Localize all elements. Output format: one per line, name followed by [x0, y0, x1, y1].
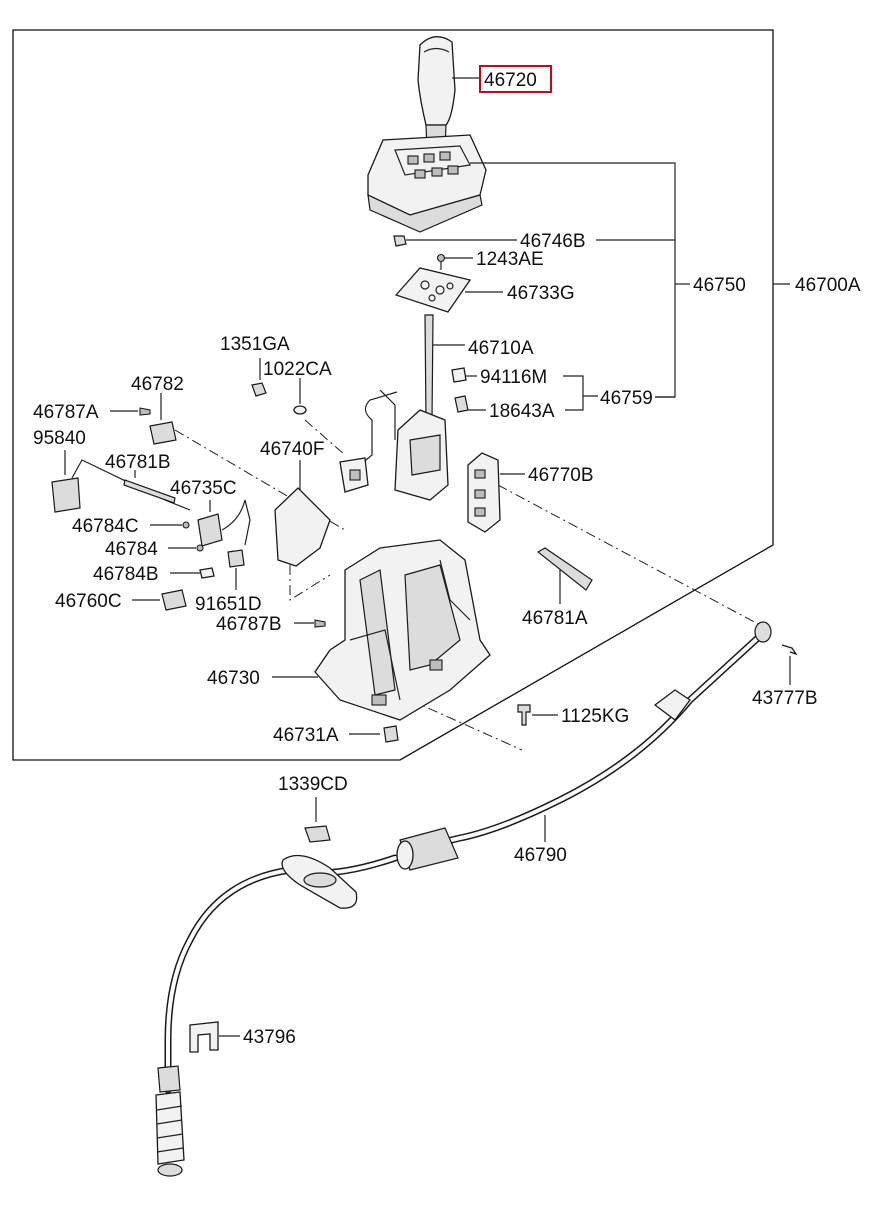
callout-46730[interactable]: 46730 — [207, 668, 260, 689]
module-95840[interactable] — [51, 477, 81, 513]
callout-46700A[interactable]: 46700A — [795, 275, 861, 296]
callout-1351GA[interactable]: 1351GA — [220, 334, 290, 355]
callout-46787A[interactable]: 46787A — [33, 402, 99, 423]
connector-46760c[interactable] — [161, 589, 187, 611]
callout-46720[interactable]: 46720 — [484, 70, 537, 91]
callout-46710A[interactable]: 46710A — [468, 338, 534, 359]
callout-46787B[interactable]: 46787B — [216, 614, 282, 635]
harness-91651d[interactable] — [227, 549, 245, 568]
callout-46746B[interactable]: 46746B — [520, 231, 586, 252]
bolt-1125kg[interactable] — [517, 704, 531, 726]
shifter-base-46730[interactable] — [314, 539, 491, 721]
callout-46750[interactable]: 46750 — [693, 275, 746, 296]
clip-46746b[interactable] — [393, 235, 407, 247]
callout-46770B[interactable]: 46770B — [528, 465, 594, 486]
bracket-46740f[interactable] — [274, 487, 331, 567]
assembly-frame — [12, 29, 774, 761]
callout-46784B[interactable]: 46784B — [93, 564, 159, 585]
shift-knob-part[interactable] — [417, 36, 456, 151]
grommet-1339cd[interactable] — [304, 825, 331, 843]
shift-mechanism-part[interactable] — [339, 409, 449, 501]
callout-46781A[interactable]: 46781A — [522, 608, 588, 629]
highlight-box — [479, 65, 552, 93]
callout-46733G[interactable]: 46733G — [507, 283, 575, 304]
clip-46731a[interactable] — [383, 725, 399, 743]
callout-46790[interactable]: 46790 — [514, 845, 567, 866]
washer-1022ca[interactable] — [293, 405, 307, 415]
callout-46784C[interactable]: 46784C — [72, 516, 139, 537]
shift-cable-46790[interactable] — [155, 621, 772, 1177]
callout-46784[interactable]: 46784 — [105, 539, 158, 560]
callout-43777B[interactable]: 43777B — [752, 688, 818, 709]
nut-1351ga[interactable] — [251, 382, 267, 397]
callout-46735C[interactable]: 46735C — [170, 478, 237, 499]
callout-91651D[interactable]: 91651D — [195, 594, 262, 615]
callout-46781B[interactable]: 46781B — [105, 452, 171, 473]
bulb-94116m[interactable] — [451, 367, 467, 383]
callout-1125KG[interactable]: 1125KG — [561, 706, 629, 727]
detent-plate-46770b[interactable] — [467, 452, 501, 533]
plate-46733g[interactable] — [394, 267, 472, 313]
callout-1022CA[interactable]: 1022CA — [263, 359, 332, 380]
pin-46781a[interactable] — [536, 547, 593, 591]
callout-46731A[interactable]: 46731A — [273, 725, 339, 746]
clip-43796[interactable] — [189, 1021, 219, 1053]
callout-1339CD[interactable]: 1339CD — [278, 774, 348, 795]
callout-95840[interactable]: 95840 — [33, 428, 86, 449]
callout-94116M[interactable]: 94116M — [480, 367, 547, 388]
indicator-housing-part[interactable] — [367, 134, 487, 233]
lever-rod-46710a[interactable] — [424, 314, 434, 421]
socket-18643a[interactable] — [454, 395, 469, 413]
rod-46781b[interactable] — [123, 479, 176, 504]
switch-46782[interactable] — [149, 421, 177, 445]
sensor-46735c[interactable] — [197, 513, 223, 547]
callout-18643A[interactable]: 18643A — [489, 401, 555, 422]
callout-43796[interactable]: 43796 — [243, 1027, 296, 1048]
callout-46760C[interactable]: 46760C — [55, 591, 122, 612]
callout-1243AE[interactable]: 1243AE — [476, 249, 544, 270]
callout-46782[interactable]: 46782 — [131, 374, 184, 395]
callout-46759[interactable]: 46759 — [600, 388, 653, 409]
callout-46740F[interactable]: 46740F — [260, 439, 324, 460]
screw-1243ae[interactable] — [436, 253, 446, 263]
